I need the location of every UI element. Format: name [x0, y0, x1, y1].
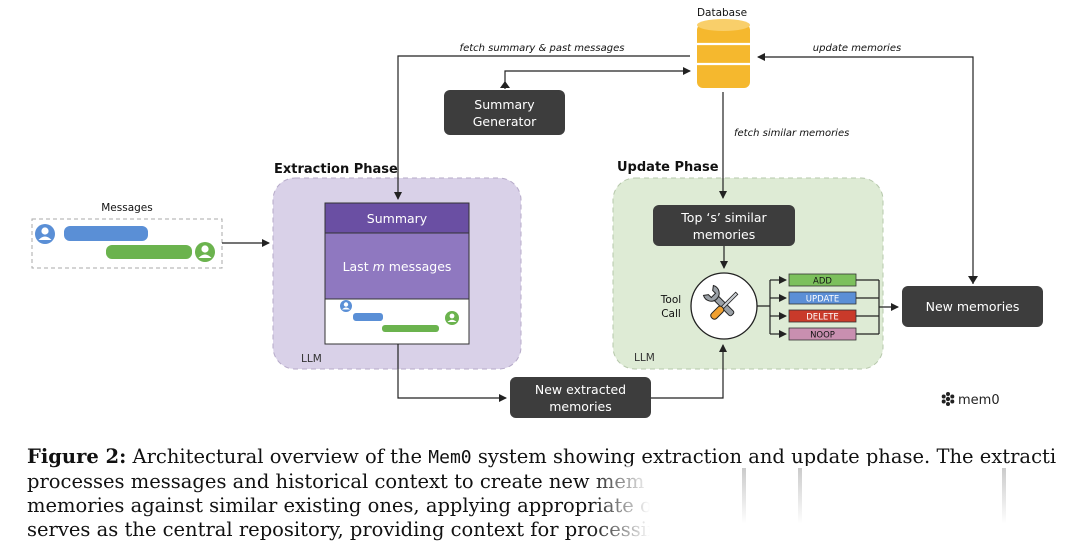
caption-fade-overlay [590, 466, 1070, 546]
summary-generator-line2: Generator [473, 114, 537, 129]
fetch-summary-label: fetch summary & past messages [460, 43, 625, 54]
assistant-icon [445, 311, 459, 325]
new-memories-box [902, 286, 1043, 327]
tool-call-line2: Call [661, 308, 681, 320]
operation-update: UPDATE [788, 291, 857, 305]
tool-to-operations-branch [757, 280, 771, 334]
brand-label: mem0 [958, 393, 1000, 408]
top-similar-line2: memories [693, 227, 756, 242]
caption-line-1: Figure 2: Architectural overview of the … [27, 445, 1057, 468]
top-similar-memories-box [653, 205, 795, 246]
new-extracted-to-tool-arrow [651, 344, 727, 399]
operation-add: ADD [788, 273, 857, 287]
update-llm-label: LLM [634, 352, 655, 364]
fetch-similar-label: fetch similar memories [734, 128, 849, 139]
new-extracted-line2: memories [549, 399, 612, 414]
messages-label: Messages [101, 202, 153, 214]
user-icon [340, 300, 352, 312]
caption-fade-streak [798, 468, 802, 524]
operations-merge-lines [856, 279, 880, 335]
caption-line-4: serves as the central repository, provid… [27, 518, 673, 541]
new-extracted-line1: New extracted [535, 382, 626, 397]
caption-line-2: processes messages and historical contex… [27, 470, 645, 493]
update-phase-title: Update Phase [617, 160, 719, 175]
operation-update-label: UPDATE [806, 295, 839, 305]
operation-noop: NOOP [788, 327, 857, 341]
extraction-phase-title: Extraction Phase [274, 162, 398, 177]
summary-generator-line1: Summary [474, 97, 535, 112]
database-label: Database [697, 7, 747, 19]
caption-line-3: memories against similar existing ones, … [27, 494, 686, 517]
operation-delete-label: DELETE [806, 313, 839, 323]
extraction-to-new-extracted-arrow [397, 344, 507, 402]
figure-caption: Figure 2: Architectural overview of the … [27, 445, 1057, 545]
operation-add-label: ADD [813, 277, 832, 287]
user-message-bubble [353, 313, 383, 321]
new-memories-label: New memories [926, 299, 1020, 314]
summary-generator-link [504, 67, 691, 89]
summary-block [324, 202, 470, 234]
caption-fade-streak [1002, 468, 1006, 524]
user-icon [35, 224, 55, 244]
operation-delete: DELETE [788, 309, 857, 323]
top-similar-line1: Top ‘s’ similar [680, 210, 767, 225]
summary-generator-box [444, 90, 565, 135]
caption-fade-streak [742, 468, 746, 524]
assistant-message-bubble [382, 325, 439, 332]
new-extracted-memories-box [510, 377, 651, 418]
extraction-llm-label: LLM [301, 353, 322, 365]
caption-system-name: Mem0 [428, 447, 472, 468]
tools-icon [702, 284, 739, 320]
user-message-bubble [64, 226, 148, 241]
caption-figure-label: Figure 2: [27, 445, 127, 468]
operation-noop-label: NOOP [810, 331, 835, 341]
update-memories-arrow [757, 53, 974, 284]
mem0-logo-icon [941, 392, 955, 406]
assistant-message-bubble [106, 245, 192, 259]
fetch-summary-arrow [394, 55, 690, 200]
summary-block-label: Summary [367, 211, 428, 226]
update-memories-label: update memories [813, 43, 901, 54]
database-icon [697, 19, 750, 88]
last-messages-label: Last m messages [343, 259, 452, 274]
assistant-icon [195, 242, 215, 262]
tool-call-line1: Tool [660, 294, 681, 306]
